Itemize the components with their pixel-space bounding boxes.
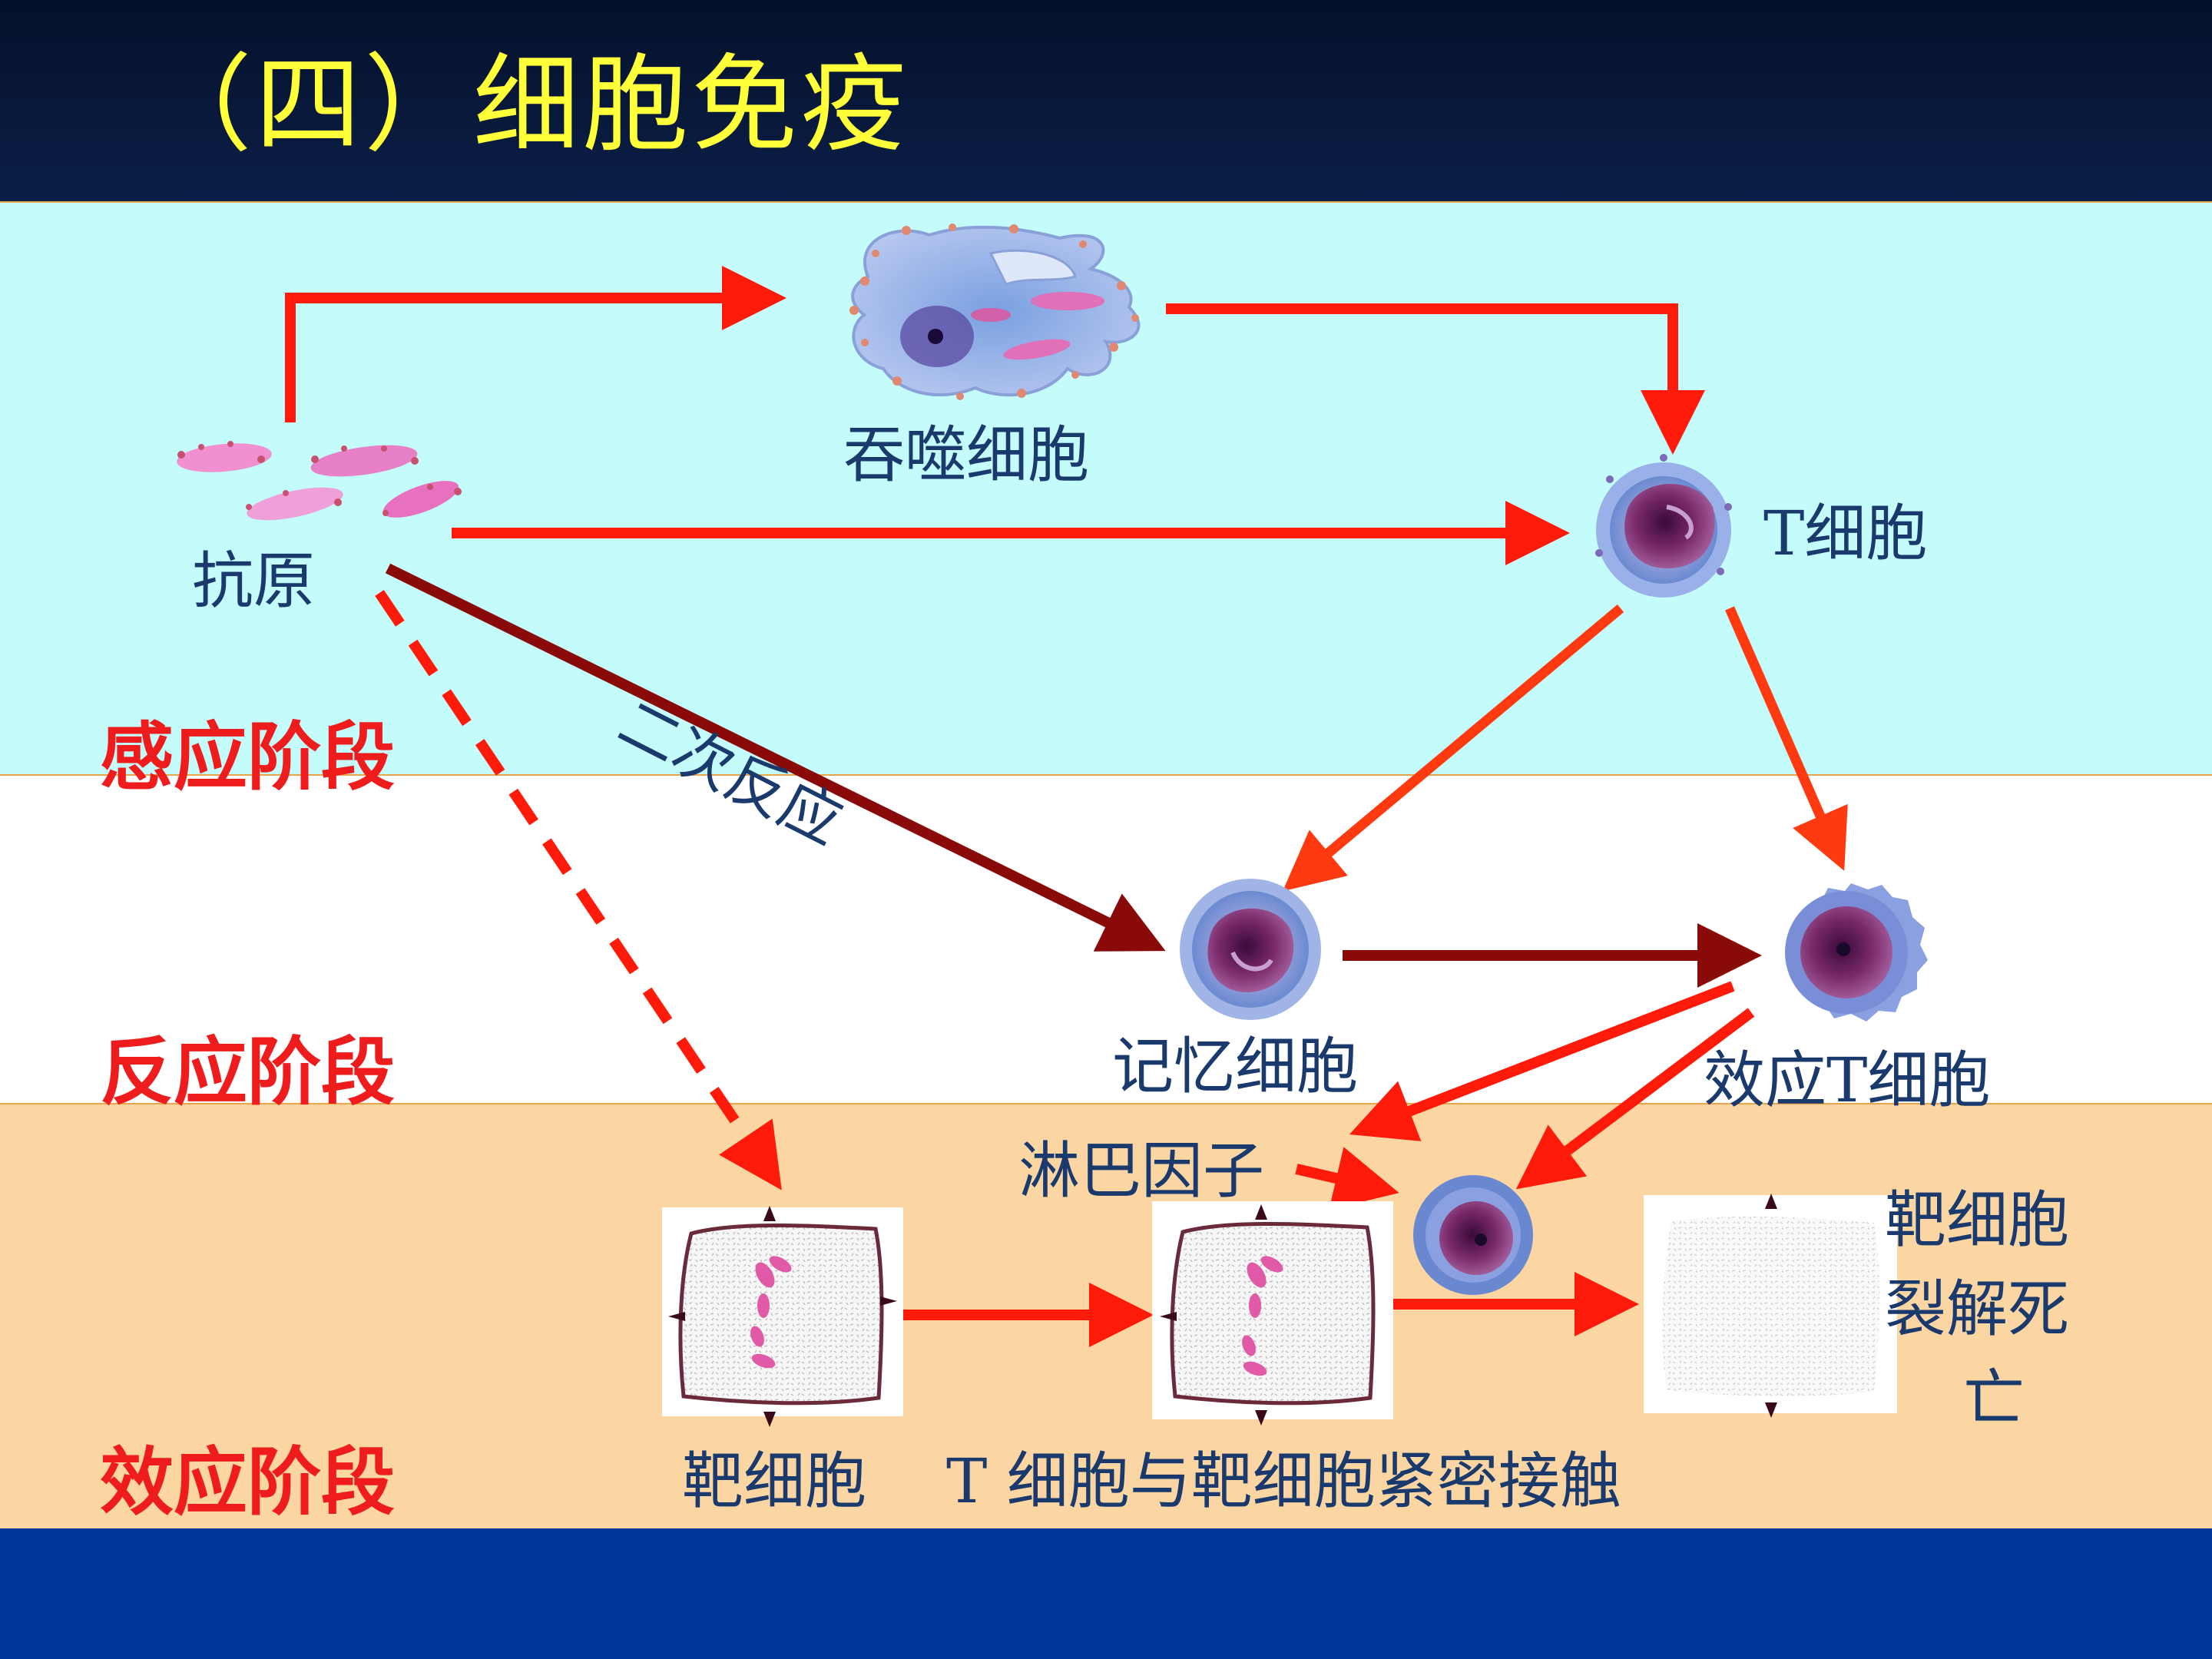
arrow-macrophage-to-t-cell <box>1166 303 1705 455</box>
footer-bar <box>0 1528 2212 1659</box>
stage-label-induction: 感应阶段 <box>100 714 395 800</box>
label-effector-t-cell: 效应T细胞 <box>1704 1045 1991 1116</box>
slide-title: （四）细胞免疫 <box>146 43 910 167</box>
arrow-t-cell-to-effector-t-cell <box>1725 606 1848 871</box>
arrow-lymphokine-to-contact-cell <box>1295 1147 1399 1210</box>
arrow-effector-to-lymphokine <box>1349 981 1735 1141</box>
macrophage-icon <box>849 224 1141 400</box>
contact-target-cell-icon <box>1152 1201 1393 1426</box>
label-target-cell: 靶细胞 <box>682 1445 866 1517</box>
target-cell-icon <box>662 1206 903 1427</box>
label-contact: T 细胞与靶细胞紧密接触 <box>946 1445 1621 1517</box>
lysed-target-cell-icon <box>1644 1194 1897 1418</box>
label-lysis-line2: 裂解死 <box>1885 1273 2069 1345</box>
t-cell-icon <box>1595 454 1732 598</box>
arrow-t-cell-to-memory-cell <box>1283 604 1624 892</box>
arrow-antigen-to-macrophage <box>285 266 786 422</box>
label-lysis-line3: 亡 <box>1963 1363 2025 1434</box>
memory-cell-icon <box>1180 879 1321 1020</box>
label-lysis-line1: 靶细胞 <box>1885 1184 2069 1256</box>
stage-label-reaction: 反应阶段 <box>100 1029 395 1115</box>
antigen-bacteria-icon <box>177 441 462 521</box>
label-lymphokine: 淋巴因子 <box>1018 1135 1264 1207</box>
effector-t-cell-icon <box>1785 883 1928 1022</box>
arrow-antigen-to-memory-secondary <box>385 563 1166 952</box>
attached-effector-t-cell-icon <box>1413 1175 1533 1295</box>
label-t-cell: T细胞 <box>1763 498 1928 569</box>
arrow-antigen-to-target-dashed <box>375 590 782 1190</box>
stage-label-effect: 效应阶段 <box>100 1439 395 1525</box>
label-macrophage: 吞噬细胞 <box>843 419 1089 491</box>
label-antigen: 抗原 <box>192 545 315 617</box>
arrow-effector-to-contact-cell <box>1515 1008 1755 1190</box>
title-bar: （四）细胞免疫 <box>0 0 2212 201</box>
label-memory-cell: 记忆细胞 <box>1112 1031 1358 1102</box>
